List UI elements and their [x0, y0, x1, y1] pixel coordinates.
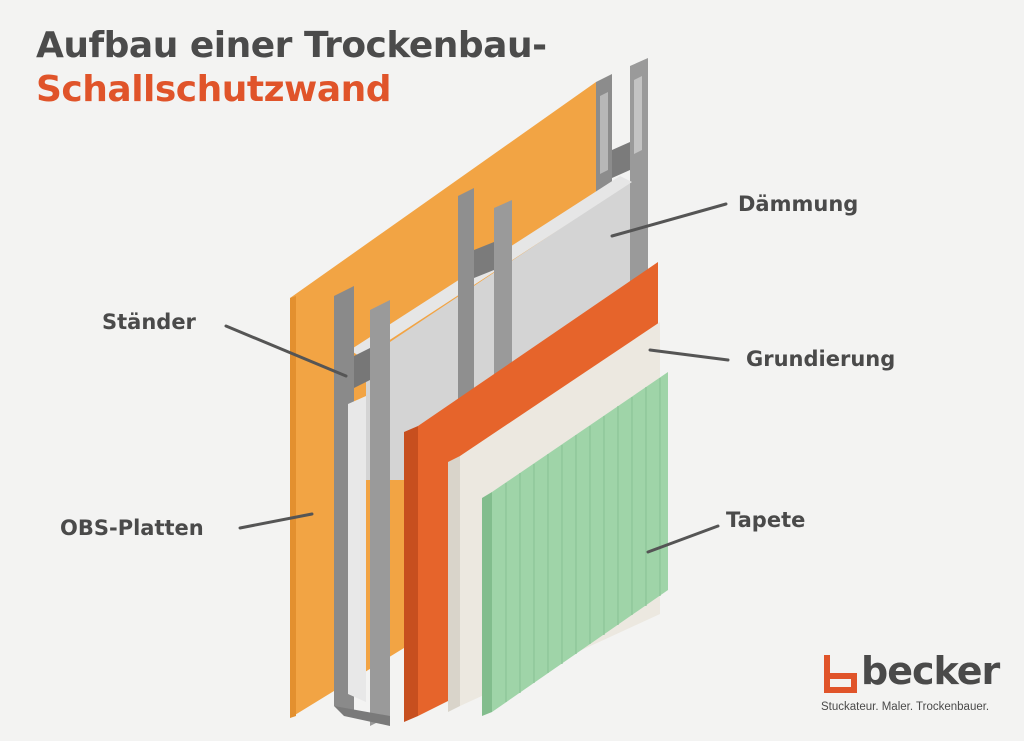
becker-logo-mark [824, 655, 857, 693]
leader-daemmung [610, 202, 728, 238]
title-line-1: Aufbau einer Trockenbau- [36, 25, 547, 66]
wallpaper [492, 372, 668, 712]
title-line-2: Schallschutzwand [36, 69, 392, 110]
leader-grundierung [648, 348, 730, 362]
wallpaper-stripes [505, 378, 661, 702]
leader-obs [238, 512, 314, 530]
diagram-title: Aufbau einer Trockenbau- Schallschutzwan… [36, 24, 547, 112]
stud-left [334, 286, 390, 726]
leader-staender [224, 324, 348, 378]
leader-lines [224, 202, 730, 554]
label-staender: Ständer [102, 310, 196, 334]
wallpaper-side [482, 492, 492, 716]
brand-name: becker [861, 649, 1000, 693]
leader-tapete [646, 524, 720, 554]
osb-board-edge [290, 296, 296, 718]
orange-panel-side [404, 426, 418, 722]
brand-tagline: Stuckateur. Maler. Trockenbauer. [821, 701, 990, 713]
becker-logo: becker Stuckateur. Maler. Trockenbauer. [821, 649, 1001, 723]
label-tapete: Tapete [726, 508, 806, 532]
label-grundierung: Grundierung [746, 347, 896, 371]
primer-side [448, 456, 460, 712]
label-daemmung: Dämmung [738, 192, 859, 216]
stud-middle [458, 188, 512, 450]
label-obs-platten: OBS-Platten [60, 516, 204, 540]
